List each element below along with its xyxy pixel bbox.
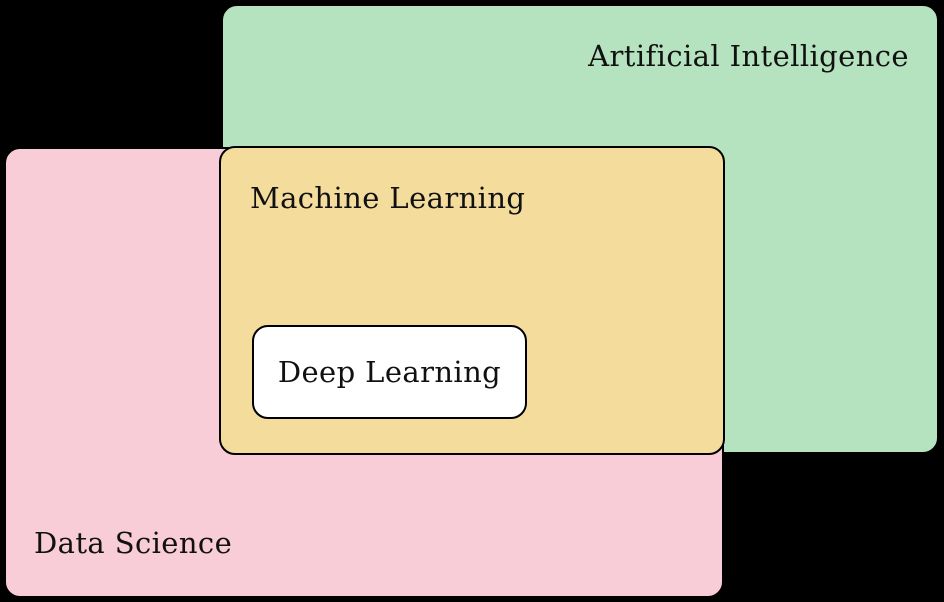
- region-label-machine-learning: Machine Learning: [250, 181, 526, 215]
- region-label-deep-learning: Deep Learning: [277, 354, 502, 389]
- region-label-artificial-intelligence: Artificial Intelligence: [588, 39, 909, 73]
- region-label-data-science: Data Science: [34, 526, 233, 560]
- region-deep-learning[interactable]: Deep Learning: [252, 325, 527, 419]
